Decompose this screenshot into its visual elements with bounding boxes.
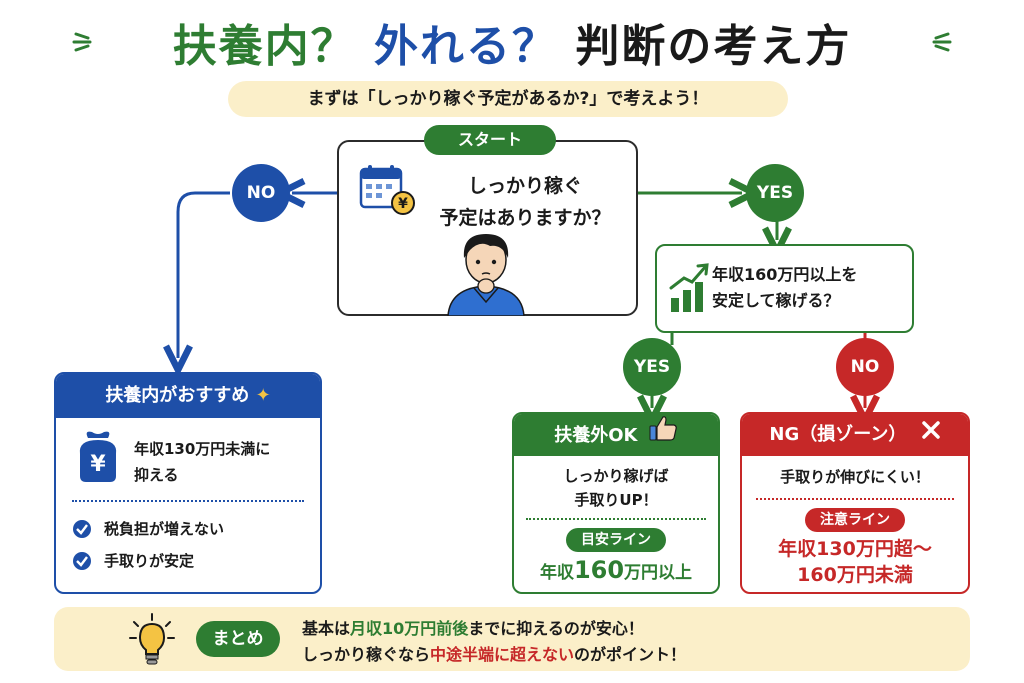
start-question-line1: しっかり稼ぐ [467, 175, 582, 197]
within-check-2: 手取りが安定 [72, 550, 194, 571]
question2-text: 年収160万円以上を 安定して稼げる？ [712, 262, 902, 314]
check-circle-icon [73, 519, 91, 538]
sparkle-left-icon [72, 32, 92, 52]
ng-divider [756, 498, 954, 500]
outside-line-suffix: 万円以上 [624, 563, 693, 583]
outside-line-number: 160 [573, 556, 625, 584]
ng-card-header: NG（損ゾーン） [742, 414, 968, 456]
within-desc-line2: 抑える [134, 466, 179, 484]
within-divider [72, 500, 304, 502]
outside-desc-line2: 手取りUP！ [574, 491, 658, 509]
calendar-yen-icon: ¥ [359, 165, 415, 215]
outside-card-title: 扶養外OK [554, 425, 638, 446]
within-dependency-card: 扶養内がおすすめ ✦ [54, 372, 322, 594]
outside-ok-card: 扶養外OK [512, 412, 720, 594]
start-question-line2: 予定はありますか？ [439, 207, 611, 229]
question2-line1: 年収160万円以上を [712, 265, 858, 284]
outside-desc: しっかり稼げば 手取りUP！ [512, 464, 720, 512]
check-circle-icon [73, 551, 91, 570]
ng-desc: 手取りが伸びにくい！ [780, 468, 930, 486]
title-part1: 扶養内？ [172, 21, 357, 72]
growth-chart-icon [669, 263, 709, 312]
q2-no-badge: NO [836, 338, 894, 396]
summary-line1: 基本は月収10万円前後までに抑えるのが安心！ [302, 615, 644, 639]
q2-yes-badge: YES [623, 338, 681, 396]
outside-line-prefix: 年収 [539, 563, 574, 583]
summary-line2: しっかり稼ぐなら中途半端に超えないのがポイント！ [302, 641, 686, 665]
outside-guide-line: 年収160万円以上 [512, 556, 720, 584]
summary-line1-highlight: 月収10万円前後 [350, 619, 469, 638]
sparkle-icon: ✦ [255, 385, 271, 406]
ng-card-title: NG（損ゾーン） [769, 424, 907, 445]
within-check-2-label: 手取りが安定 [104, 552, 195, 570]
summary-line1-a: 基本は [302, 619, 351, 638]
sparkle-right-icon [932, 32, 952, 52]
summary-line2-c: のがポイント！ [574, 645, 687, 664]
outside-divider [526, 518, 706, 520]
title-part2: 外れる？ [374, 21, 558, 72]
svg-text:¥: ¥ [398, 196, 408, 212]
thumbs-up-icon [648, 414, 678, 458]
summary-line2-a: しっかり稼ぐなら [302, 645, 431, 664]
outside-card-header: 扶養外OK [514, 414, 718, 456]
ng-range-line2: 160万円未満 [797, 564, 913, 586]
no-path-down [178, 191, 230, 358]
yes-badge-right: YES [746, 164, 804, 222]
question2-line2: 安定して稼げる？ [712, 291, 840, 310]
start-question: しっかり稼ぐ 予定はありますか？ [420, 170, 630, 234]
within-check-1: 税負担が増えない [72, 518, 224, 539]
page-title: 扶養内？ 外れる？ 判断の考え方 [0, 10, 1024, 74]
outside-guide-pill: 目安ライン [566, 528, 666, 552]
summary-line1-c: までに抑えるのが安心！ [468, 619, 644, 638]
svg-text:¥: ¥ [90, 452, 106, 477]
within-desc: 年収130万円未満に 抑える [134, 436, 270, 488]
wallet-yen-icon: ¥ [79, 431, 117, 482]
ng-card: NG（損ゾーン） [740, 412, 970, 594]
start-tag: スタート [424, 125, 556, 155]
within-desc-line1: 年収130万円未満に [134, 440, 271, 458]
cross-icon [921, 414, 941, 456]
summary-badge: まとめ [196, 621, 280, 657]
within-check-1-label: 税負担が増えない [104, 520, 225, 538]
within-card-title: 扶養内がおすすめ [105, 385, 250, 406]
within-card-header: 扶養内がおすすめ ✦ [56, 374, 320, 418]
title-part3: 判断の考え方 [575, 21, 852, 72]
outside-desc-line1: しっかり稼げば [563, 467, 669, 485]
no-badge-left: NO [232, 164, 290, 222]
thinking-person-illustration [447, 234, 525, 316]
ng-range: 年収130万円超〜 160万円未満 [740, 536, 970, 588]
ng-caution-pill: 注意ライン [805, 508, 905, 532]
subtitle-banner: まずは「しっかり稼ぐ予定があるか?」で考えよう！ [228, 81, 788, 117]
summary-line2-highlight: 中途半端に超えない [430, 645, 575, 664]
ng-range-line1: 年収130万円超〜 [778, 538, 932, 560]
lightbulb-icon [129, 613, 175, 665]
